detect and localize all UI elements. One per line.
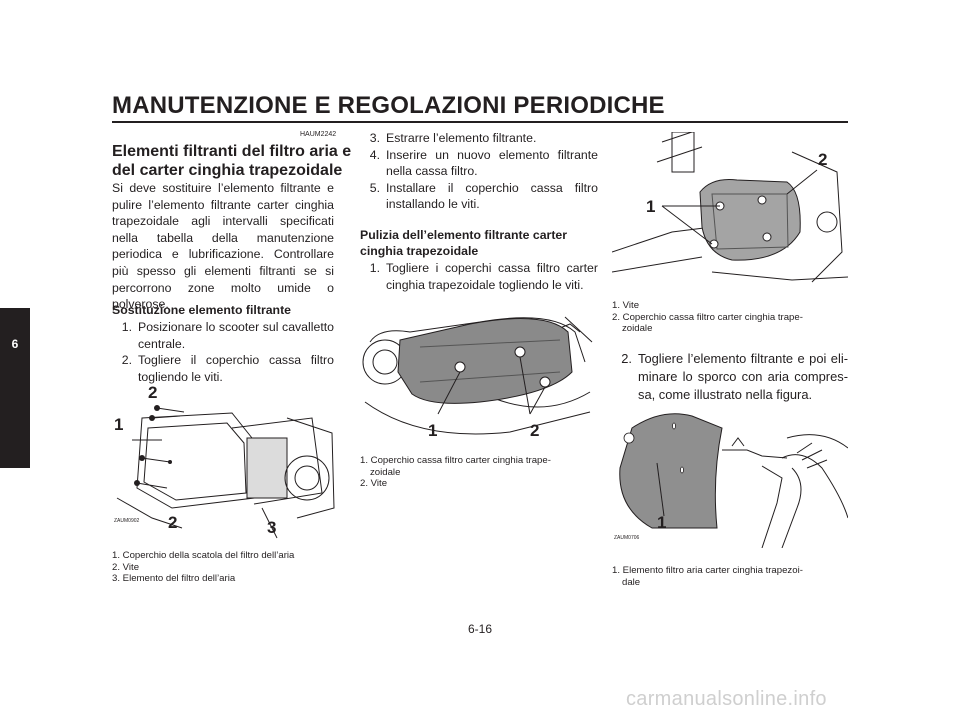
figure-label: 1: [428, 421, 437, 440]
step-item: 5.Installare il coperchio cassa filtro i…: [369, 180, 598, 212]
figure-label: 2: [168, 513, 177, 532]
figure-caption-col3-bottom: 1. Elemento filtro aria carter cinghia t…: [612, 565, 803, 588]
section-code: HAUM2242: [300, 131, 337, 138]
steps-list-col2: 3.Estrarre l’elemento filtrante. 4.Inser…: [360, 130, 598, 213]
watermark: carmanualsonline.info: [626, 688, 827, 710]
figure-caption-col2: 1. Coperchio cassa filtro carter cinghia…: [360, 455, 551, 490]
figure-belt-case-cover: 1 2: [362, 316, 593, 440]
figure-label: 2: [530, 421, 539, 440]
figure-label: 2: [818, 150, 827, 169]
subheading-replacement: Sostituzione elemento filtrante: [112, 303, 292, 317]
chapter-tab: [0, 308, 30, 468]
steps-list-col1: 1.Posizionare lo scooter sul cavalletto …: [112, 319, 334, 385]
figure-label: 3: [267, 518, 276, 537]
section-heading-line2: del carter cinghia trapezoidale: [112, 162, 343, 179]
intro-paragraph: Si deve sostituire l’elemento filtrante …: [112, 181, 334, 312]
page-header-title: MANUTENZIONE E REGOLAZIONI PERIODICHE: [112, 92, 665, 119]
figure-label: 1: [646, 197, 655, 216]
figure-air-filter-box: 2 1 2 3 ZAUM0902: [114, 383, 335, 539]
figure-code: ZAUM0902: [114, 518, 140, 524]
section-heading-line1: Elementi filtranti del filtro aria e: [112, 143, 352, 160]
figure-caption-col1: 1. Coperchio della scatola del filtro de…: [112, 550, 295, 585]
figure-label: 1: [657, 513, 666, 532]
figure-filter-compressed-air: 1 ZAUM0706: [614, 413, 848, 548]
figure-label: 2: [148, 383, 157, 402]
step-item: 2.Togliere l’elemento filtrante e poi el…: [621, 351, 848, 402]
page-number: 6-16: [467, 622, 493, 636]
step-item: 3.Estrarre l’elemento filtrante.: [369, 131, 537, 145]
figure-label: 1: [114, 415, 123, 434]
figure-caption-col3-top: 1. Vite 2. Coperchio cassa filtro carter…: [612, 300, 803, 335]
step-item: 1.Posizionare lo scooter sul cavalletto …: [121, 320, 334, 351]
step-item: 1.Togliere i coperchi cassa filtro carte…: [369, 261, 598, 292]
subheading-cleaning-line2: cinghia trapezoidale: [360, 244, 479, 258]
step-item: 4.Inserire un nuovo elemento filtrante n…: [369, 147, 598, 179]
header-rule: [112, 121, 848, 123]
figure-code: ZAUM0706: [614, 535, 640, 541]
step-item: 2.Togliere il coperchio cassa filtro tog…: [121, 353, 334, 384]
figure-belt-case-screws: 2 1: [612, 132, 848, 283]
chapter-tab-number: 6: [11, 337, 19, 351]
subheading-cleaning-line1: Pulizia dell’elemento filtrante carter: [360, 228, 568, 242]
